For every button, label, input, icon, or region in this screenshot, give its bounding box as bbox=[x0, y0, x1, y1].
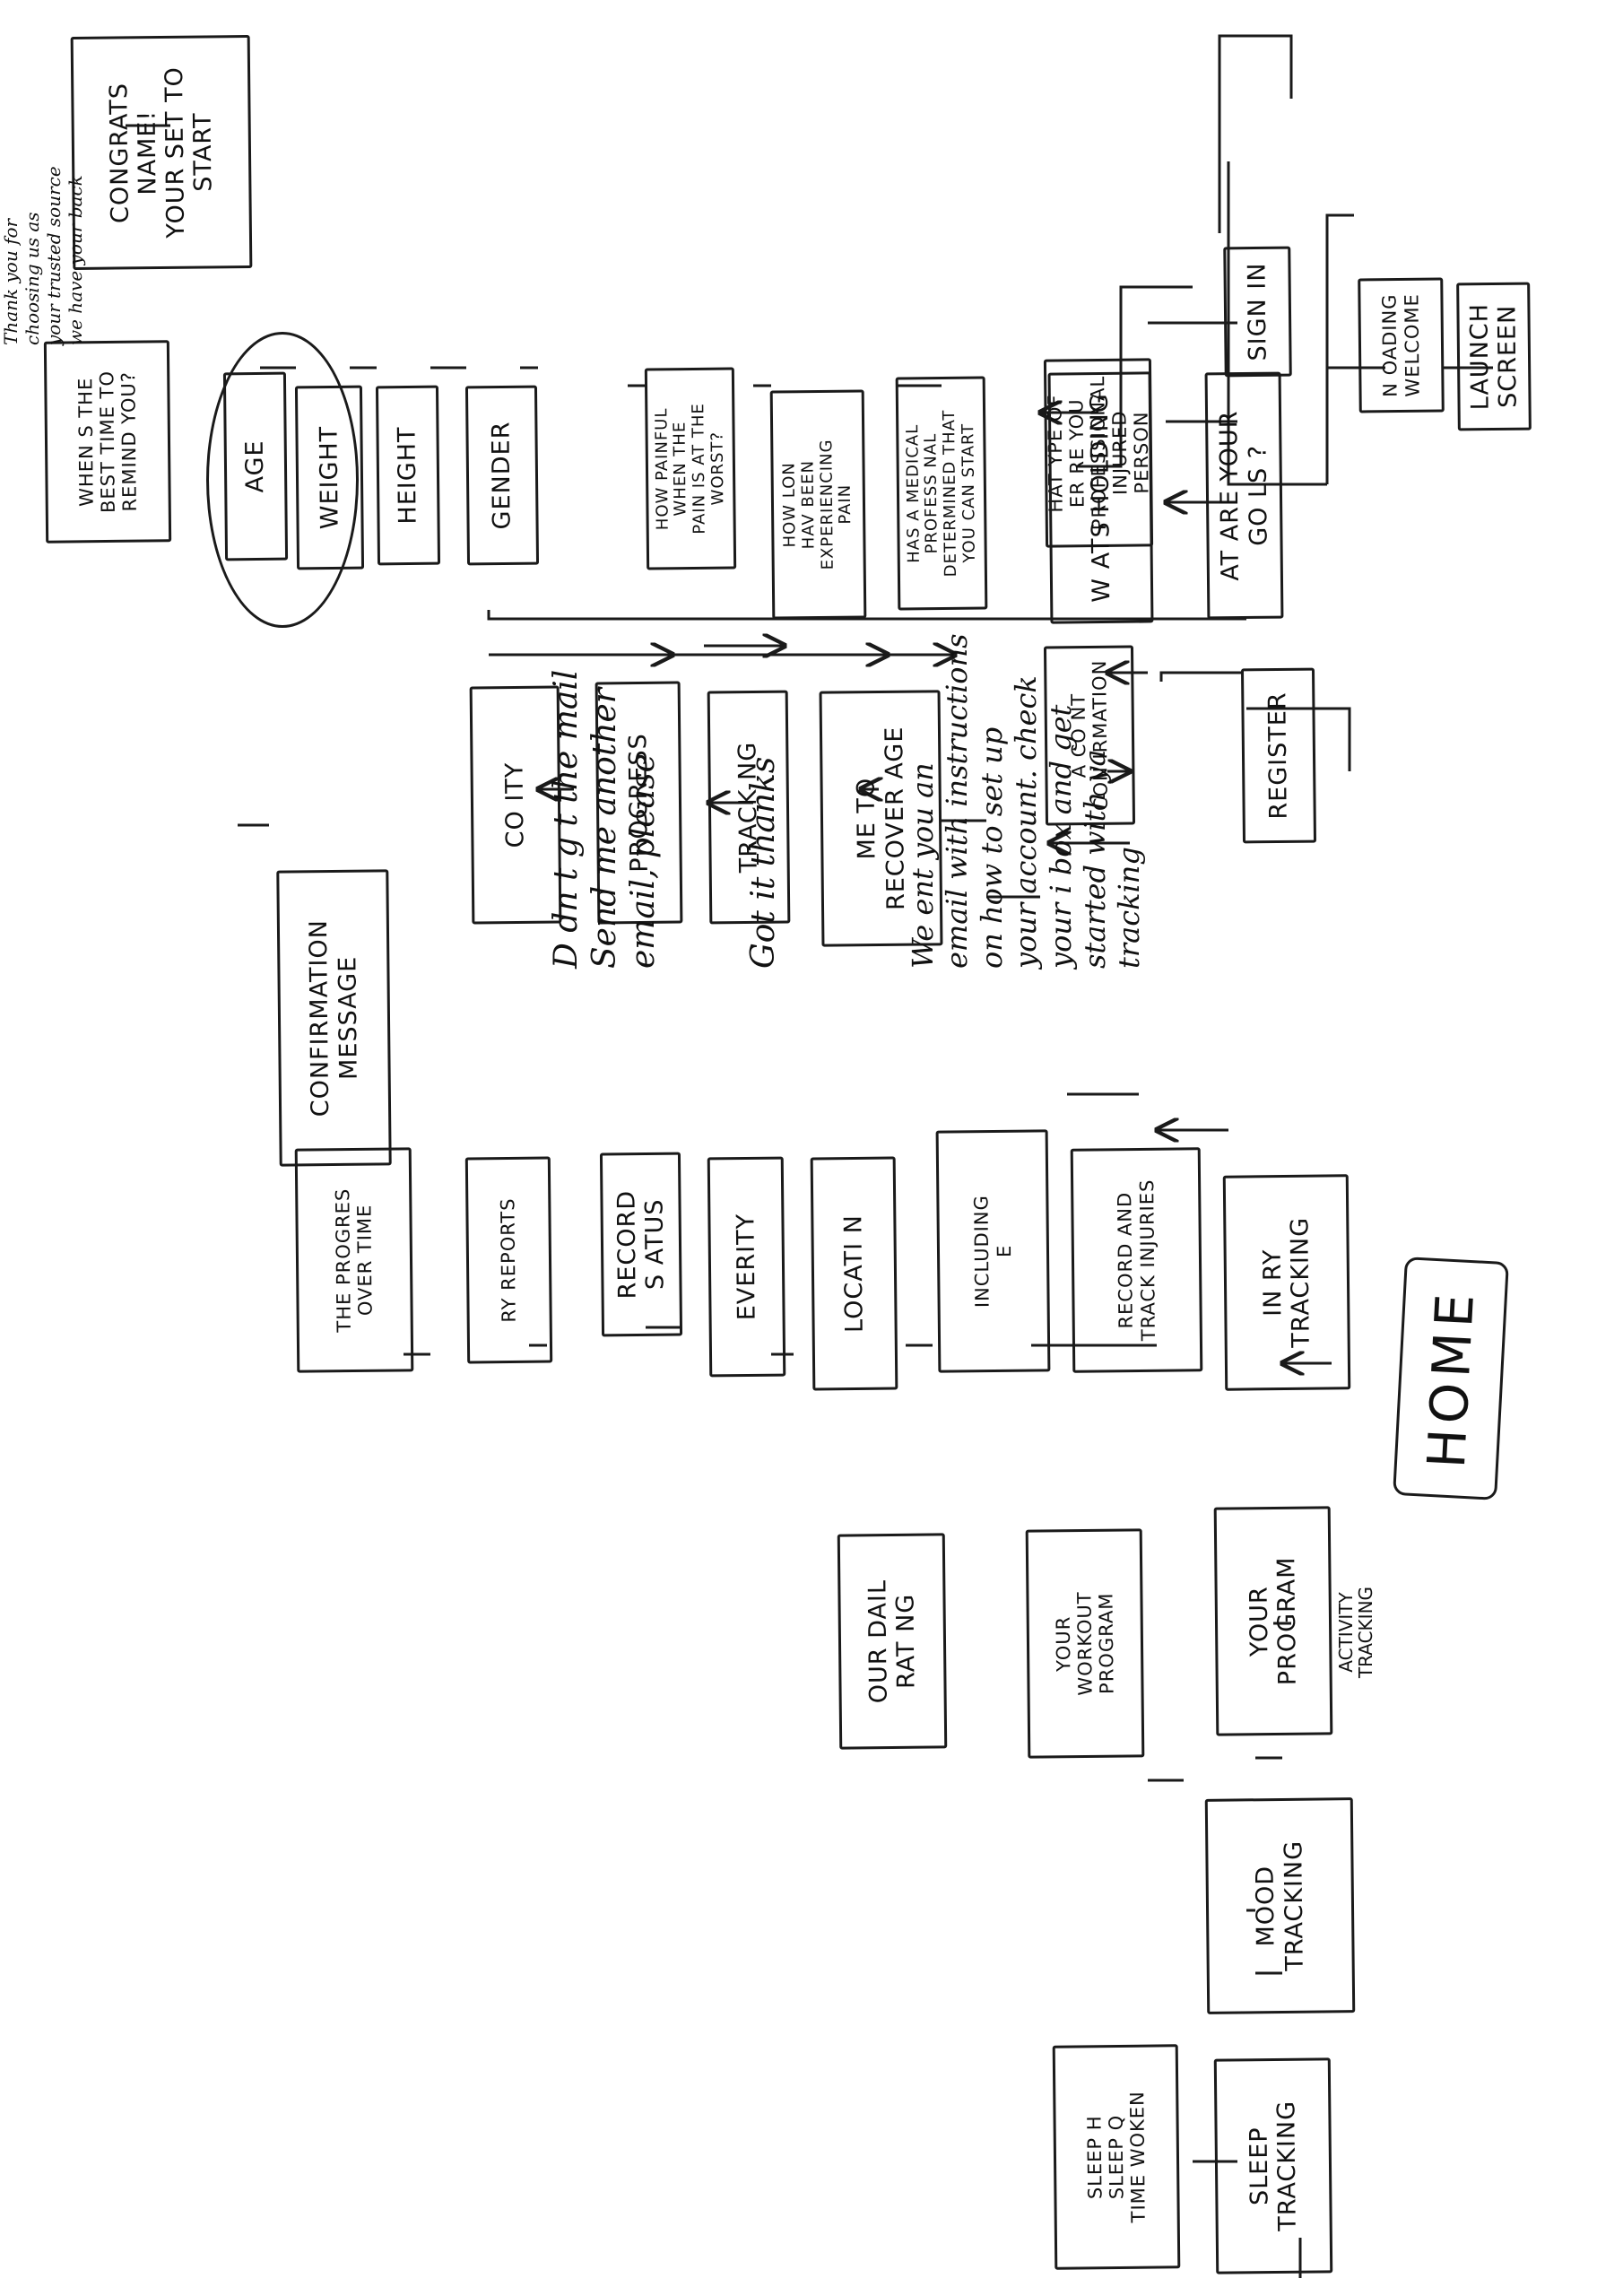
reports-label: RY REPORTS bbox=[497, 1197, 521, 1323]
launch-screen-box: LAUNCH SCREEN bbox=[1456, 282, 1532, 431]
mood-tracking-box: MOOD TRACKING bbox=[1204, 1797, 1356, 2014]
email-instructions-note: We ent you an email with instructions on… bbox=[906, 633, 1147, 969]
goals-label: AT ARE YOUR GO LS ? bbox=[1215, 410, 1273, 581]
mood-tracking-label: MOOD TRACKING bbox=[1251, 1839, 1309, 1971]
got-it-note: Got it thanks bbox=[745, 756, 782, 969]
sleep-details-label: SLEEP H SLEEP Q TIME WOKEN bbox=[1083, 2091, 1150, 2223]
register-label: REGISTER bbox=[1263, 691, 1294, 820]
onboarding-welcome-box: N OADING WELCOME bbox=[1358, 277, 1445, 413]
sleep-tracking-box: SLEEP TRACKING bbox=[1213, 2057, 1333, 2274]
record-status-box: RECORD S ATUS bbox=[599, 1152, 683, 1337]
community-label: CO ITY bbox=[500, 761, 530, 848]
height-label: HEIGHT bbox=[393, 426, 423, 525]
confirmation-message-label: CONFIRMATION MESSAGE bbox=[305, 918, 363, 1118]
record-track-label: RECORD AND TRACK INJURIES bbox=[1114, 1178, 1159, 1342]
sign-in-box: SIGN IN bbox=[1223, 246, 1292, 378]
didnt-get-note: D dn t g t the mail Send me another emai… bbox=[548, 669, 663, 969]
your-program-label: YOUR PROGRAM bbox=[1245, 1556, 1302, 1686]
progress-over-time-box: THE PROGRES OVER TIME bbox=[294, 1147, 414, 1373]
goals-box: AT ARE YOUR GO LS ? bbox=[1204, 371, 1284, 620]
activity-tracking-label: ACTIVITY TRACKING bbox=[1335, 1586, 1376, 1679]
welcome-recover-age-label: ME TO RECOVER AGE bbox=[852, 726, 910, 911]
sleep-tracking-label: SLEEP TRACKING bbox=[1245, 2100, 1302, 2231]
injury-tracking-label: IN RY TRACKING bbox=[1258, 1216, 1315, 1348]
how-long-pain-box: HOW LON HAV BEEN EXPERIENCING PAIN bbox=[769, 389, 867, 620]
sign-in-label: SIGN IN bbox=[1243, 262, 1272, 361]
register-box: REGISTER bbox=[1240, 667, 1317, 844]
launch-screen-label: LAUNCH SCREEN bbox=[1465, 302, 1523, 411]
including-box: INCLUDING E bbox=[935, 1129, 1051, 1373]
your-workout-program-label: YOUR WORKOUT PROGRAM bbox=[1052, 1591, 1118, 1696]
location-box: LOCATI N bbox=[810, 1156, 898, 1391]
confirmation-message-box: CONFIRMATION MESSAGE bbox=[276, 869, 392, 1167]
including-label: INCLUDING E bbox=[970, 1195, 1015, 1309]
thank-you-note: Thank you for choosing us as your truste… bbox=[0, 166, 86, 345]
progress-over-time-label: THE PROGRES OVER TIME bbox=[332, 1187, 377, 1333]
location-label: LOCATI N bbox=[839, 1213, 869, 1334]
weight-age-circle bbox=[206, 332, 359, 628]
our-daily-rating-box: OUR DAIL RAT NG bbox=[837, 1533, 948, 1750]
injury-tracking-box: IN RY TRACKING bbox=[1222, 1174, 1351, 1391]
height-box: HEIGHT bbox=[375, 385, 441, 566]
congrats-label: CONGRATS NAME! YOUR SET TO START bbox=[105, 65, 218, 239]
our-daily-rating-label: OUR DAIL RAT NG bbox=[864, 1578, 921, 1704]
how-long-pain-label: HOW LON HAV BEEN EXPERIENCING PAIN bbox=[779, 439, 855, 570]
your-workout-program-box: YOUR WORKOUT PROGRAM bbox=[1025, 1528, 1145, 1759]
sleep-details-box: SLEEP H SLEEP Q TIME WOKEN bbox=[1052, 2044, 1181, 2270]
severity-box: EVERITY bbox=[707, 1156, 786, 1378]
record-track-box: RECORD AND TRACK INJURIES bbox=[1070, 1147, 1203, 1373]
how-painful-label: HOW PAINFUL WHEN THE PAIN IS AT THE WORS… bbox=[651, 403, 728, 535]
gender-label: GENDER bbox=[487, 421, 517, 530]
congrats-box: CONGRATS NAME! YOUR SET TO START bbox=[70, 34, 253, 271]
best-time-label: WHEN S THE BEST TIME TO REMIND YOU? bbox=[74, 370, 141, 514]
home-box: HOME bbox=[1393, 1257, 1509, 1500]
home-label: HOME bbox=[1415, 1287, 1487, 1470]
reports-box: RY REPORTS bbox=[464, 1156, 553, 1364]
severity-label: EVERITY bbox=[732, 1213, 761, 1321]
onboarding-welcome-label: N OADING WELCOME bbox=[1378, 293, 1424, 397]
record-status-label: RECORD S ATUS bbox=[612, 1189, 670, 1300]
best-time-box: WHEN S THE BEST TIME TO REMIND YOU? bbox=[43, 340, 172, 544]
your-program-box: YOUR PROGRAM bbox=[1213, 1506, 1333, 1736]
gender-box: GENDER bbox=[464, 385, 540, 566]
